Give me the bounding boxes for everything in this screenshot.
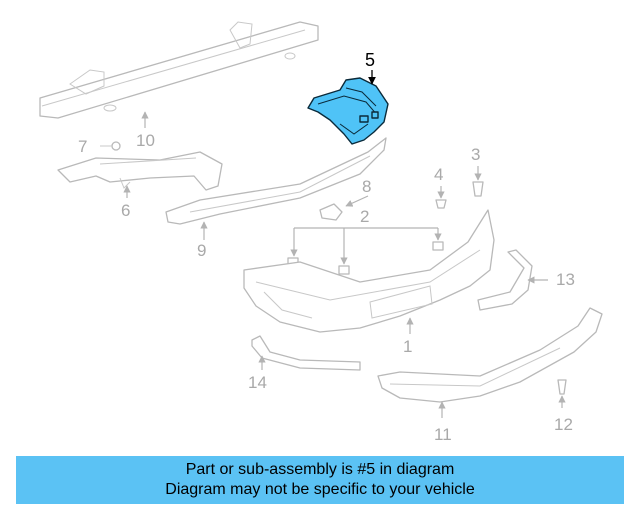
part-9-absorber xyxy=(165,137,387,225)
callout-11: 11 xyxy=(434,425,452,444)
parts-diagram: 10 7 6 9 8 2 4 3 xyxy=(39,21,603,444)
part-8-clip xyxy=(319,203,343,221)
part-5-highlighted-bracket xyxy=(307,77,389,145)
callout-2: 2 xyxy=(360,207,369,226)
part-13-molding xyxy=(477,249,533,311)
info-banner: Part or sub-assembly is #5 in diagram Di… xyxy=(16,456,624,504)
callout-9: 9 xyxy=(197,241,206,260)
callout-8: 8 xyxy=(362,177,371,196)
banner-line-1: Part or sub-assembly is #5 in diagram xyxy=(185,461,455,478)
callout-4: 4 xyxy=(434,165,443,184)
callout-1: 1 xyxy=(403,337,412,356)
part-2-clip-b xyxy=(338,265,350,275)
callout-5-highlighted: 5 xyxy=(365,50,375,70)
part-10-impact-bar xyxy=(39,21,319,119)
part-12-screw xyxy=(557,379,567,395)
callout-3: 3 xyxy=(471,145,480,164)
callout-12: 12 xyxy=(554,415,573,434)
part-6-bracket xyxy=(57,151,223,191)
callout-10: 10 xyxy=(136,131,155,150)
part-4-push-pin xyxy=(435,199,447,209)
banner-line-2: Diagram may not be specific to your vehi… xyxy=(165,481,475,498)
callout-6: 6 xyxy=(121,201,130,220)
part-2-clip-c xyxy=(432,241,444,251)
part-7-bolt xyxy=(100,141,121,151)
callout-7: 7 xyxy=(78,137,87,156)
part-3-screw xyxy=(472,181,484,197)
part-11-lower-valance xyxy=(377,307,603,403)
callout-13: 13 xyxy=(556,270,575,289)
part-1-bumper-fascia xyxy=(243,209,495,333)
part-14-molding xyxy=(251,335,361,371)
callout-14: 14 xyxy=(248,373,267,392)
